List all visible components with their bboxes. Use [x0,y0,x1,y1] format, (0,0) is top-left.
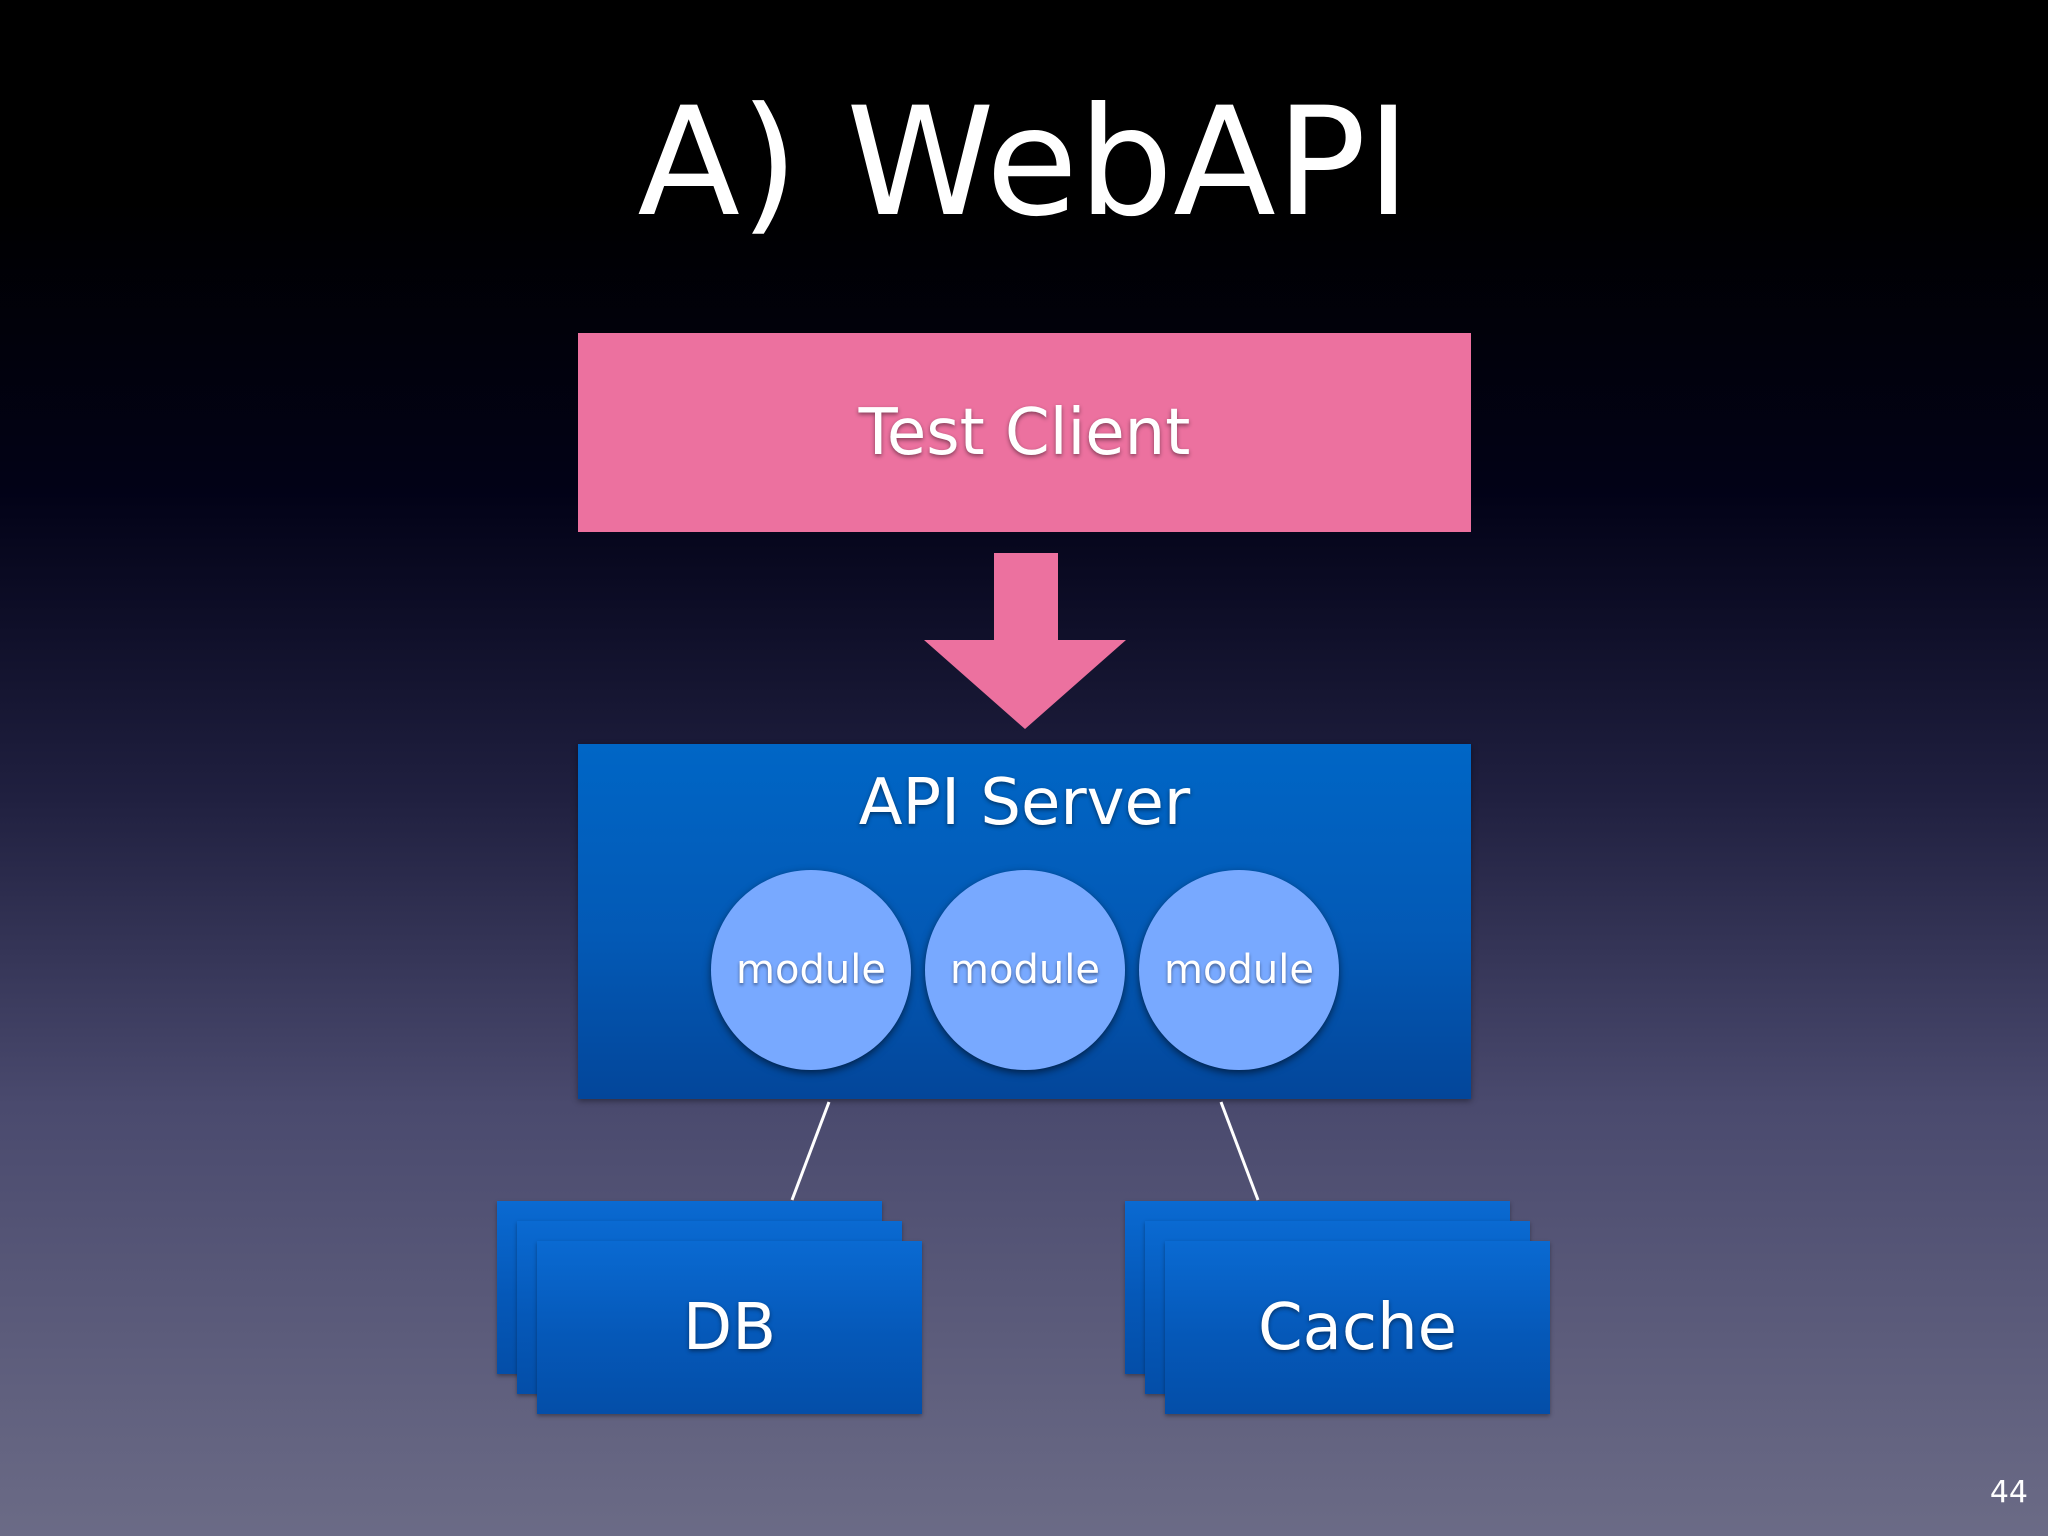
api-server-box: API Server module module module [578,744,1471,1099]
db-label: DB [682,1290,777,1365]
connector-db [790,1101,831,1201]
module-circle-2: module [925,870,1125,1070]
module-circle-1: module [711,870,911,1070]
module-label-2: module [950,947,1100,993]
module-label-3: module [1164,947,1314,993]
test-client-label: Test Client [858,395,1191,470]
module-circle-3: module [1139,870,1339,1070]
connector-cache [1219,1101,1260,1201]
arrow-down-icon [924,553,1126,729]
test-client-box: Test Client [578,333,1471,532]
cache-label: Cache [1257,1290,1458,1365]
slide-title: A) WebAPI [637,76,1411,250]
api-server-label: API Server [858,766,1191,840]
page-number: 44 [1989,1475,2028,1510]
cache-stack-layer-front: Cache [1165,1241,1550,1414]
db-stack-layer-front: DB [537,1241,922,1414]
module-label-1: module [736,947,886,993]
arrow-down-shape [924,553,1126,729]
